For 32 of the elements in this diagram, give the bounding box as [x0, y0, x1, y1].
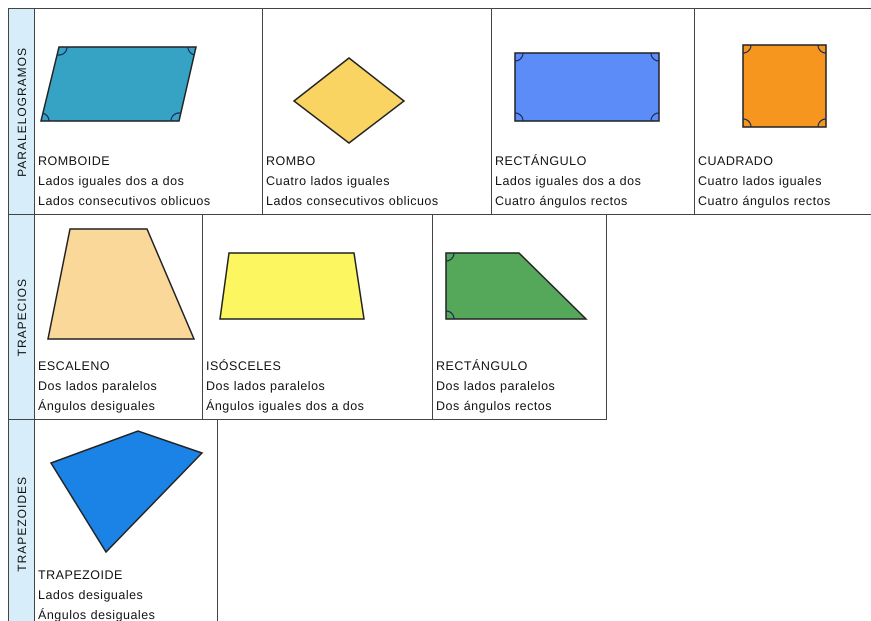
shape-name: RECTÁNGULO — [436, 358, 529, 375]
shape-name: ROMBO — [266, 153, 317, 170]
property-text: Cuatro ángulos rectos — [698, 193, 831, 210]
shape-name: ROMBOIDE — [38, 153, 112, 170]
row-header-label: TRAPEZOIDES — [14, 476, 28, 572]
shape-name: ISÓSCELES — [206, 358, 282, 375]
property-text: Cuatro ángulos rectos — [495, 193, 629, 210]
table-cell — [432, 214, 607, 420]
property-text: Ángulos desiguales — [38, 398, 156, 415]
property-text: Lados iguales dos a dos — [38, 173, 186, 190]
row-header — [8, 419, 35, 621]
table-cell — [694, 8, 871, 215]
property-text: Cuatro lados iguales — [698, 173, 823, 190]
property-text: Lados iguales dos a dos — [495, 173, 642, 190]
shape-name: TRAPEZOIDE — [38, 567, 124, 584]
shape-name: CUADRADO — [698, 153, 775, 170]
property-text: Dos lados paralelos — [206, 378, 326, 395]
shape-name: RECTÁNGULO — [495, 153, 588, 170]
row-header — [8, 214, 35, 420]
row-header — [8, 8, 35, 215]
shape-name: ESCALENO — [38, 358, 112, 375]
property-text: Ángulos iguales dos a dos — [206, 398, 364, 415]
property-text: Cuatro lados iguales — [266, 173, 391, 190]
property-text: Dos lados paralelos — [38, 378, 158, 395]
row-header-label: TRAPECIOS — [14, 278, 28, 356]
table-cell — [491, 8, 695, 215]
property-text: Lados consecutivos oblicuos — [266, 193, 439, 210]
property-text: Dos lados paralelos — [436, 378, 556, 395]
property-text: Lados desiguales — [38, 587, 144, 604]
property-text: Lados consecutivos oblicuos — [38, 193, 211, 210]
property-text: Dos ángulos rectos — [436, 398, 554, 415]
row-header-label: PARALELOGRAMOS — [14, 46, 28, 176]
